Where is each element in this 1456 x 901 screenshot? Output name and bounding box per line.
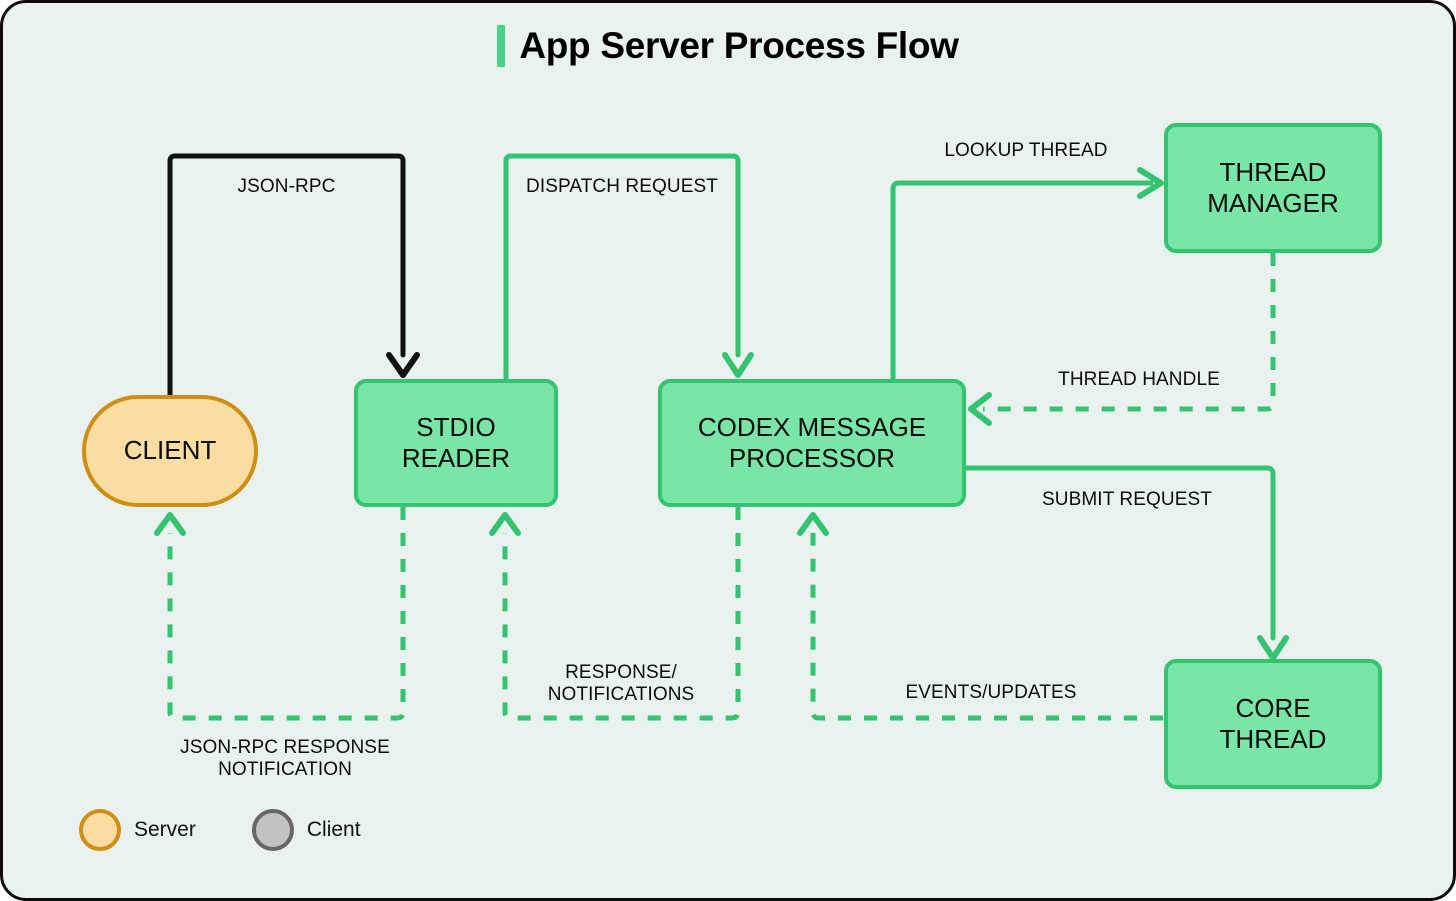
edge-events-updates xyxy=(797,512,1163,721)
legend-swatch-server-icon xyxy=(79,809,121,851)
legend-item-client: Client xyxy=(251,809,361,851)
legend-swatch-client-icon xyxy=(251,809,294,851)
edge-thread-handle xyxy=(968,253,1276,426)
legend-item-server: Server xyxy=(79,809,196,851)
legend-label-server: Server xyxy=(134,818,196,841)
node-core-thread[interactable]: CORE THREAD xyxy=(1164,659,1382,789)
node-stdio-reader[interactable]: STDIO READER xyxy=(354,379,558,507)
edge-layer xyxy=(154,153,1289,721)
edge-response-notifications xyxy=(489,507,741,721)
edge-submit-request xyxy=(963,465,1289,661)
node-client[interactable]: CLIENT xyxy=(82,395,258,507)
node-thread-manager[interactable]: THREAD MANAGER xyxy=(1164,123,1382,253)
edge-lookup-thread xyxy=(890,167,1164,384)
edge-dispatch-request xyxy=(503,153,754,384)
legend: Server Client xyxy=(79,809,361,851)
node-codex-message-processor[interactable]: CODEX MESSAGE PROCESSOR xyxy=(658,379,966,507)
legend-label-client: Client xyxy=(306,818,361,841)
edge-json-rpc-response xyxy=(154,507,406,721)
edge-json-rpc xyxy=(167,153,420,398)
